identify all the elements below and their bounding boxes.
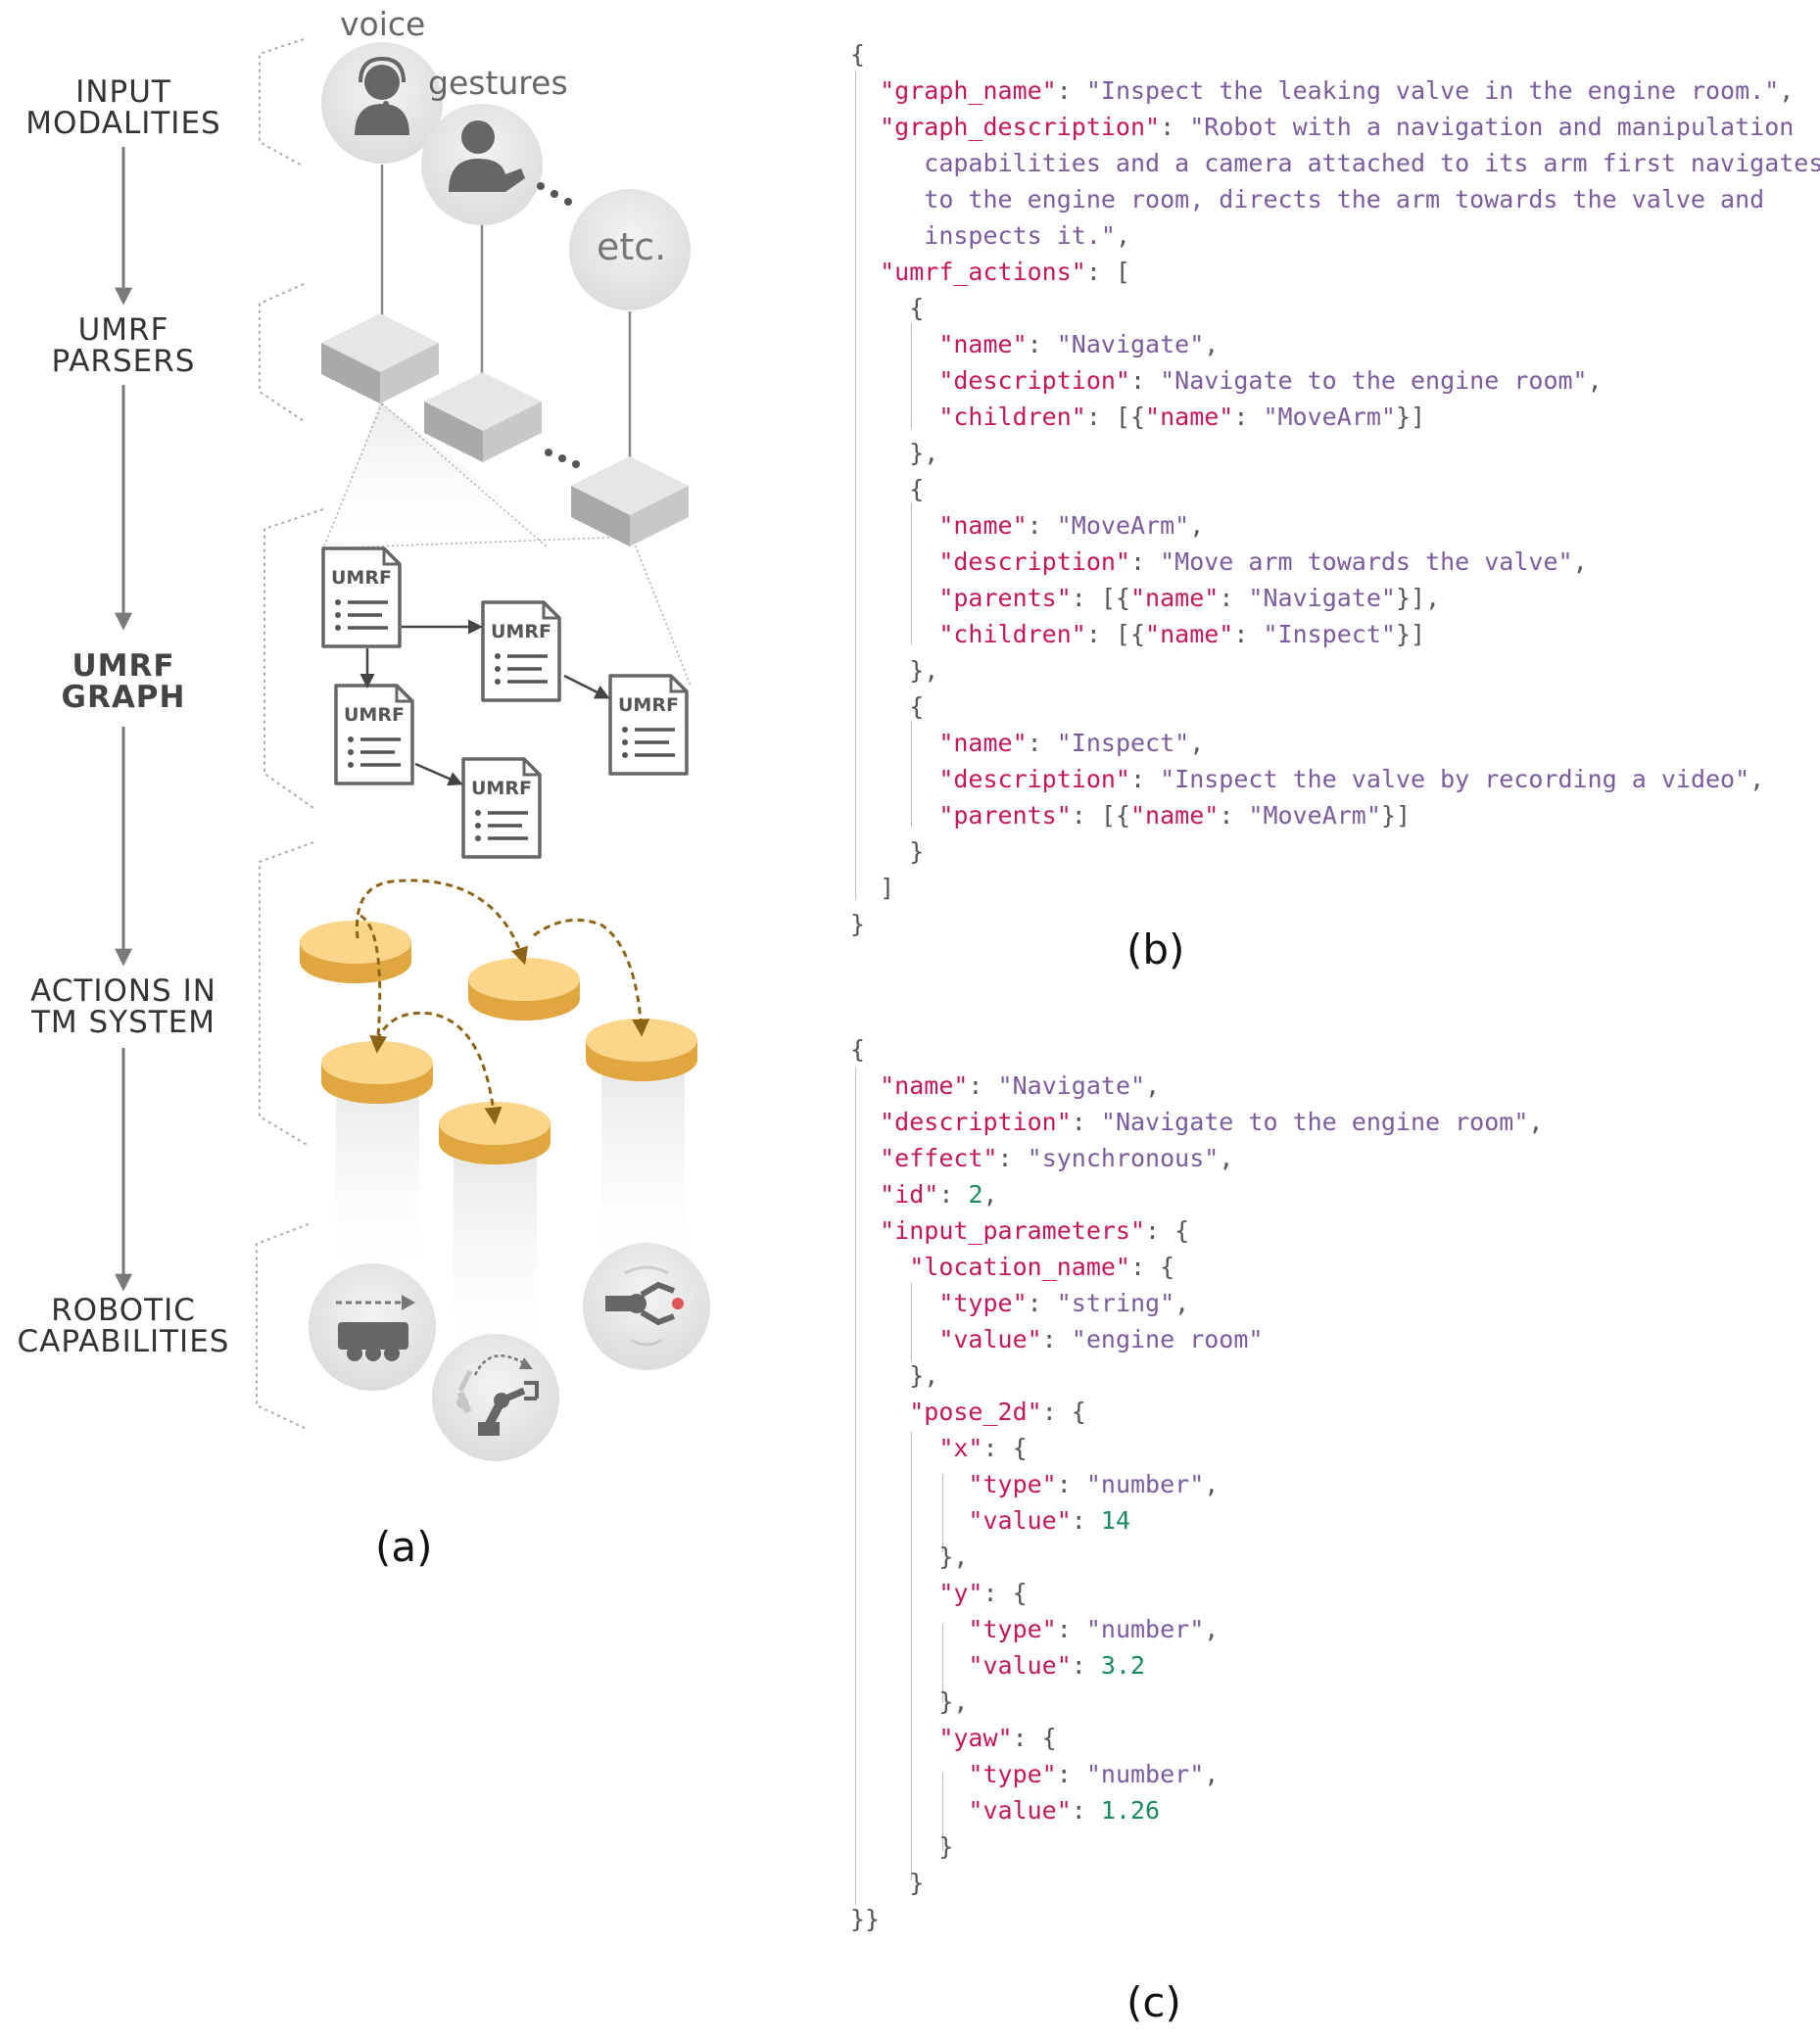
action-flow-arrows — [355, 878, 650, 1125]
gestures-user-icon — [449, 120, 525, 192]
umrf-doc-label: UMRF — [471, 778, 532, 799]
etc-circle — [569, 189, 691, 310]
umrf-doc-label: UMRF — [618, 694, 679, 716]
umrf-document-icon: UMRF — [334, 684, 414, 785]
figure-label-b: (b) — [1126, 926, 1185, 973]
umrf-action-json: { "name": "Navigate", "description": "Na… — [850, 1035, 1544, 1933]
gripper-camera-icon — [605, 1265, 684, 1347]
gestures-label: gestures — [428, 64, 568, 102]
action-node — [468, 958, 580, 1020]
umrf-graph: UMRF UMRF UMRF UMRF UMRF — [321, 546, 689, 859]
umrf-doc-label: UMRF — [491, 621, 551, 642]
figure-label-a: (a) — [375, 1523, 433, 1571]
umrf-graph-json: { "graph_name": "Inspect the leaking val… — [850, 40, 1820, 938]
parser-dots — [545, 449, 580, 468]
pipeline-diagram: UMRF UMRF UMRF UMRF UMRF — [115, 38, 710, 1461]
action-node — [321, 1041, 433, 1104]
manipulator-arm-capability — [432, 1334, 559, 1461]
parser-fan — [323, 402, 691, 548]
umrf-doc-label: UMRF — [331, 567, 392, 589]
voice-circle — [321, 42, 443, 164]
action-node — [300, 921, 411, 983]
gestures-circle — [421, 104, 543, 225]
camera-gripper-capability — [583, 1243, 710, 1370]
graph-edges — [359, 619, 610, 786]
stage-brackets — [256, 38, 324, 1431]
umrf-document-icon: UMRF — [321, 546, 402, 648]
mobile-base-capability — [309, 1263, 436, 1391]
umrf-document-icon: UMRF — [481, 600, 561, 702]
parser-cube-2 — [424, 372, 542, 462]
umrf-doc-label: UMRF — [344, 704, 405, 726]
umrf-document-icon: UMRF — [461, 757, 542, 859]
mobile-base-icon — [336, 1295, 415, 1361]
voice-user-icon — [355, 56, 409, 135]
voice-label: voice — [340, 5, 426, 43]
modality-dots — [537, 182, 572, 206]
parser-cube-1 — [321, 313, 439, 403]
parser-cube-3 — [571, 456, 689, 546]
robot-arm-icon — [456, 1354, 539, 1436]
etc-label: etc. — [597, 225, 667, 268]
figure-label-c: (c) — [1126, 1978, 1181, 2026]
umrf-document-icon: UMRF — [608, 674, 689, 776]
action-node — [586, 1019, 697, 1081]
